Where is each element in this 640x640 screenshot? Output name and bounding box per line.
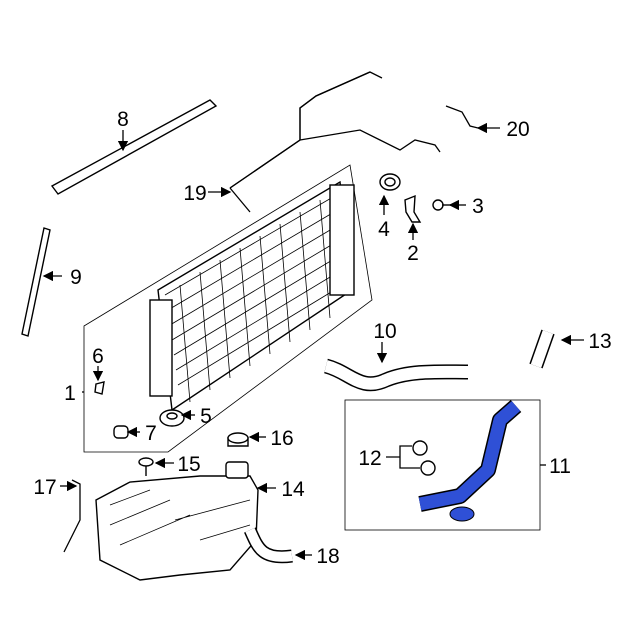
part-20-tube[interactable] <box>445 105 479 129</box>
callout-lines <box>42 122 584 561</box>
callout-14: 14 <box>281 478 305 501</box>
part-9-seal[interactable] <box>21 227 51 337</box>
radiator-fins <box>164 189 352 403</box>
callout-4: 4 <box>378 218 390 241</box>
part-12-clamps[interactable] <box>412 440 436 476</box>
callout-17: 17 <box>33 476 56 499</box>
callout-13: 13 <box>588 330 611 353</box>
part-7-grommet[interactable] <box>113 425 129 439</box>
callout-5: 5 <box>200 405 212 428</box>
callout-12: 12 <box>358 447 381 470</box>
part-17-tube[interactable] <box>63 479 81 553</box>
callout-15: 15 <box>177 453 200 476</box>
part-18-hose[interactable] <box>244 527 293 564</box>
part-4-connector[interactable] <box>379 173 401 191</box>
part-5-insulator[interactable] <box>159 409 185 427</box>
callout-18: 18 <box>316 545 339 568</box>
part-2-bracket[interactable] <box>404 194 422 223</box>
callout-16: 16 <box>270 427 293 450</box>
part-3-bolt[interactable] <box>432 199 452 211</box>
callout-2: 2 <box>407 242 419 265</box>
part-19-tube-assembly[interactable] <box>229 71 441 213</box>
callout-1: 1 <box>64 382 76 405</box>
part-13-fitting[interactable] <box>529 329 555 369</box>
callout-20: 20 <box>506 118 529 141</box>
part-11-hose-highlighted[interactable] <box>418 399 522 522</box>
callout-3: 3 <box>472 195 484 218</box>
callout-11: 11 <box>549 455 571 478</box>
part-15-bolt[interactable] <box>138 457 154 476</box>
part-8-seal-strip[interactable] <box>50 99 218 195</box>
callout-10: 10 <box>373 320 396 343</box>
part-1-radiator-assembly[interactable] <box>83 164 373 453</box>
callout-9: 9 <box>70 266 82 289</box>
callout-19: 19 <box>183 182 206 205</box>
callout-6: 6 <box>92 345 104 368</box>
callout-8: 8 <box>117 108 129 131</box>
part-16-cap[interactable] <box>227 432 249 447</box>
part-14-reservoir[interactable] <box>95 461 259 581</box>
part-10-upper-hose[interactable] <box>323 358 469 392</box>
part-6-clip[interactable] <box>94 381 105 395</box>
callout-7: 7 <box>145 422 157 445</box>
